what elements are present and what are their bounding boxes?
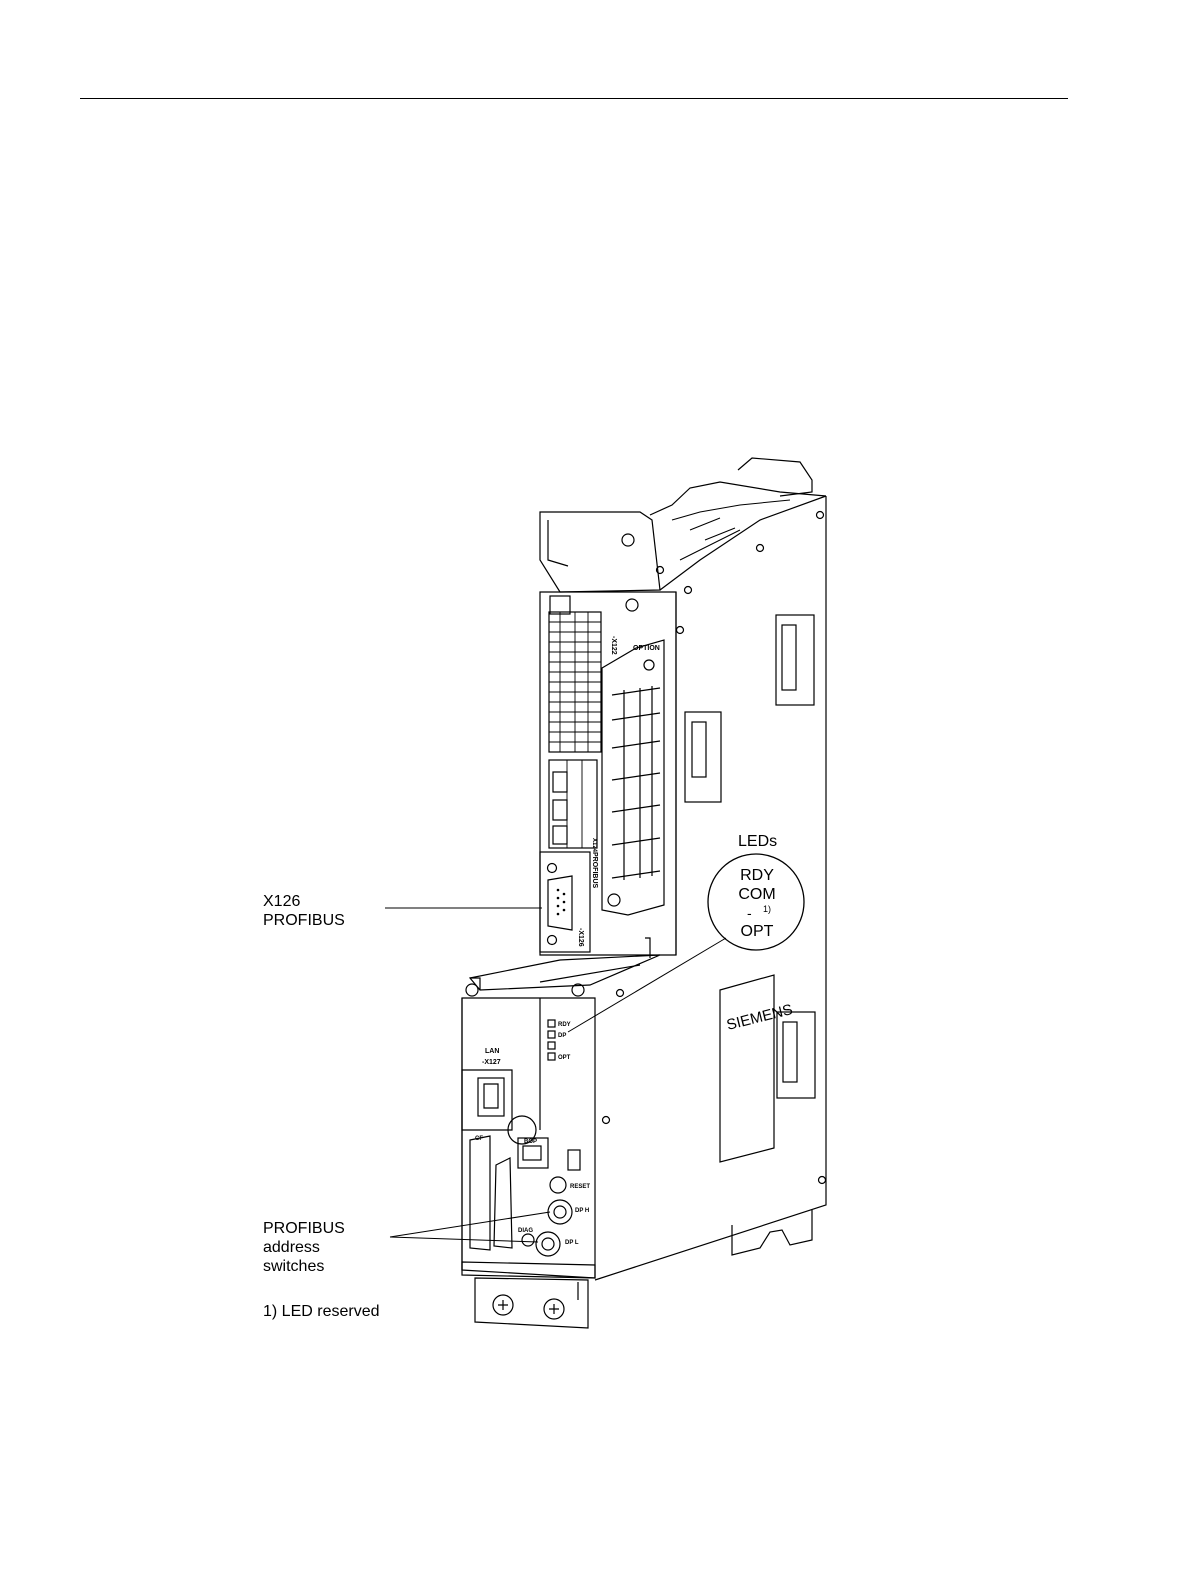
led-opt-label: OPT [726,922,788,941]
diag-marking: DIAG [518,1228,533,1234]
reset-button [550,1177,566,1193]
panel-dp-marking: DP [558,1033,566,1039]
led-rdy-label: RDY [726,866,788,885]
reset-marking: RESET [570,1184,590,1190]
x126-label-line1: X126 [263,892,345,911]
switches-label: PROFIBUS address switches [263,1219,345,1276]
x126-label-line2: PROFIBUS [263,911,345,930]
cover-hinge [470,955,660,990]
vent-grille [612,686,660,880]
top-bracket [738,458,812,496]
top-screw-icon [622,534,634,546]
switches-label-line3: switches [263,1257,345,1276]
cf-card-slot [470,1136,490,1250]
switches-label-line2: address [263,1238,345,1257]
power-connector-x124 [549,760,597,848]
dp-h-marking: DP H [575,1208,589,1214]
dp-h-switch-icon [548,1200,572,1224]
x126-label: X126 PROFIBUS [263,892,345,930]
top-latch [540,512,660,592]
x124-marking: X124 [591,838,597,853]
x122-marking: -X122 [610,636,617,655]
x127-marking: -X127 [482,1059,501,1066]
footnote: 1) LED reserved [263,1302,380,1321]
bop-marking: BOP [524,1139,537,1145]
led-reserved-dash: - [747,904,752,923]
diag-button [522,1234,534,1246]
switch-callout-line-2 [390,1237,538,1242]
brand-logo: SIEMENS [725,1001,795,1034]
cf-marking: CF [475,1136,483,1142]
led-com-label: COM [726,885,788,904]
side-slot-middle [685,712,721,802]
dp-l-marking: DP L [565,1240,579,1246]
panel-opt-marking: OPT [558,1055,571,1061]
led-callout-line [568,938,726,1032]
panel-rdy-marking: RDY [558,1022,571,1028]
rating-plate [720,975,774,1162]
bottom-fixture [475,1278,588,1328]
dp-l-switch-icon [536,1232,560,1256]
switches-label-line1: PROFIBUS [263,1219,345,1238]
lan-marking: LAN [485,1048,499,1055]
option-marking: OPTION [633,645,660,652]
leds-title: LEDs [738,832,777,851]
led-footnote-mark: 1) [763,904,771,915]
profibus-vertical-marking: PROFIBUS [591,852,598,889]
x126-slot-marking: -X126 [577,928,584,947]
